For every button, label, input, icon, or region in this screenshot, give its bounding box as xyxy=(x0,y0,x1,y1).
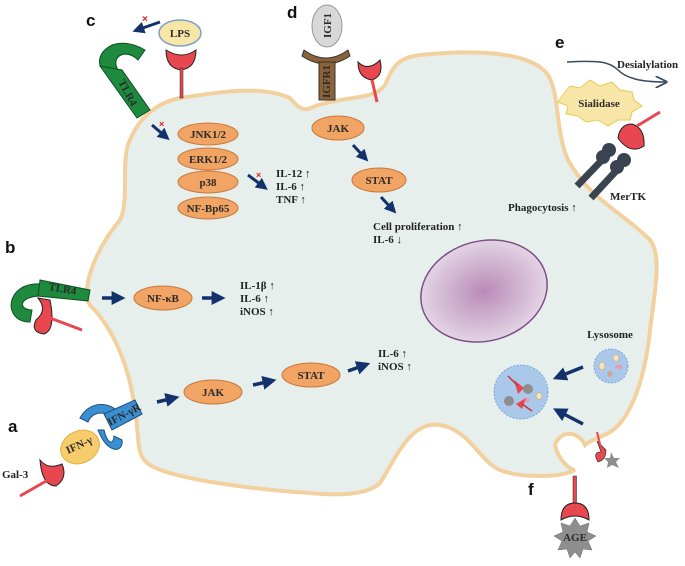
galectin-internalized xyxy=(516,398,526,409)
galectin-e xyxy=(617,110,661,150)
sialidase-enzyme xyxy=(557,79,643,127)
igfr1-receptor: IGFR1 xyxy=(301,49,351,101)
output-phagocytosis: Phagocytosis ↑ xyxy=(508,202,577,214)
output-inos-a: iNOS ↑ xyxy=(378,361,412,373)
ifng-ligand xyxy=(60,429,100,465)
galectin-d xyxy=(357,59,382,103)
lysosome-content xyxy=(615,364,623,370)
node-p38 xyxy=(177,170,239,194)
output-il6-a: IL-6 ↑ xyxy=(378,348,407,360)
nucleus xyxy=(420,239,548,343)
panel-label-a: a xyxy=(8,417,18,436)
tlr4-receptor-b: TLR4 xyxy=(10,279,91,323)
igf1-label: IGF1 xyxy=(322,13,334,38)
output-inos-b: iNOS ↑ xyxy=(240,306,274,318)
phagolysosome xyxy=(493,364,549,420)
node-nfkb-label: NF-κB xyxy=(147,293,179,305)
arrow-c-1 xyxy=(151,123,170,141)
arrow-d-2 xyxy=(379,195,397,214)
node-erk xyxy=(177,147,239,171)
panel-label-c: c xyxy=(86,11,95,30)
node-stat-d-label: STAT xyxy=(365,175,393,187)
panel-label-f: f xyxy=(528,480,534,499)
lps-label: LPS xyxy=(170,28,190,40)
igf1-ligand xyxy=(311,4,343,48)
mapk-stack: JNK1/2 ERK1/2 p38 NF-Bp65 xyxy=(177,122,239,220)
igfr1-label: IGFR1 xyxy=(321,65,333,98)
output-il1b: IL-1β ↑ xyxy=(240,280,275,292)
lysosome-content xyxy=(612,354,620,362)
cell-membrane xyxy=(84,50,659,497)
node-stat-a-label: STAT xyxy=(297,370,325,382)
arrow-c-2 xyxy=(247,173,268,190)
degraded-age xyxy=(523,384,533,394)
panel-label-e: e xyxy=(555,33,564,52)
node-jak-a-label: JAK xyxy=(202,387,224,399)
desialylation-arrow xyxy=(566,60,665,82)
endocytic-vesicle xyxy=(595,431,620,468)
lysosome-content xyxy=(598,361,606,371)
lysosome xyxy=(593,348,629,384)
output-il6-d: IL-6 ↓ xyxy=(373,234,402,246)
inhibit-mark-icon: × xyxy=(256,170,261,180)
node-p38-label: p38 xyxy=(199,177,217,189)
node-stat-d xyxy=(351,167,407,193)
age-label: AGE xyxy=(563,532,587,544)
node-jnk-label: JNK1/2 xyxy=(190,129,227,141)
node-nfbp65 xyxy=(177,196,239,220)
tlr4-label-b: TLR4 xyxy=(47,281,77,298)
output-cell-proliferation: Cell proliferation ↑ xyxy=(373,221,463,233)
lysosome-content xyxy=(607,371,613,377)
output-il6-c: IL-6 ↑ xyxy=(276,181,305,193)
node-nfbp65-label: NF-Bp65 xyxy=(187,203,230,215)
node-jak-a xyxy=(183,379,243,405)
arrow-a-1 xyxy=(156,393,180,407)
arrow-f-2 xyxy=(553,408,584,426)
sialidase-label: Sialidase xyxy=(578,98,620,110)
node-jnk xyxy=(177,122,239,146)
inhibit-mark-icon: × xyxy=(142,14,148,25)
node-jak-d xyxy=(311,115,365,141)
arrow-a-2 xyxy=(252,375,277,390)
panel-label-b: b xyxy=(5,238,15,257)
lysosome-content xyxy=(535,392,543,400)
arrow-a-3 xyxy=(347,361,371,375)
galectin-c xyxy=(165,49,197,99)
node-erk-label: ERK1/2 xyxy=(189,154,227,166)
galectin-f xyxy=(560,475,590,521)
galectin-a xyxy=(19,458,65,498)
degraded-age xyxy=(504,396,514,406)
node-stat-a xyxy=(281,362,341,388)
arrow-f-1 xyxy=(552,365,584,381)
arrow-d-1 xyxy=(351,143,369,162)
output-il12: IL-12 ↑ xyxy=(276,168,311,180)
age-ligand xyxy=(553,517,597,559)
gal3-label: Gal-3 xyxy=(2,469,29,481)
desialylation-label: Desialylation xyxy=(617,59,678,71)
output-tnf: TNF ↑ xyxy=(276,194,306,206)
panel-label-d: d xyxy=(287,3,297,22)
lps-ligand xyxy=(158,19,202,47)
mertk-label: MerTK xyxy=(610,191,646,203)
lysosome-content xyxy=(524,397,530,403)
output-il6-b: IL-6 ↑ xyxy=(240,293,269,305)
mertk-receptor xyxy=(574,143,631,201)
lysosome-label: Lysosome xyxy=(587,329,633,341)
node-nfkb xyxy=(133,285,193,311)
tlr4-receptor-c: TLR4 xyxy=(98,42,151,119)
node-jak-d-label: JAK xyxy=(327,123,349,135)
inhibit-mark-icon: × xyxy=(159,119,164,129)
galectin-b xyxy=(33,297,83,335)
inhibited-arrow-lps xyxy=(132,20,161,34)
